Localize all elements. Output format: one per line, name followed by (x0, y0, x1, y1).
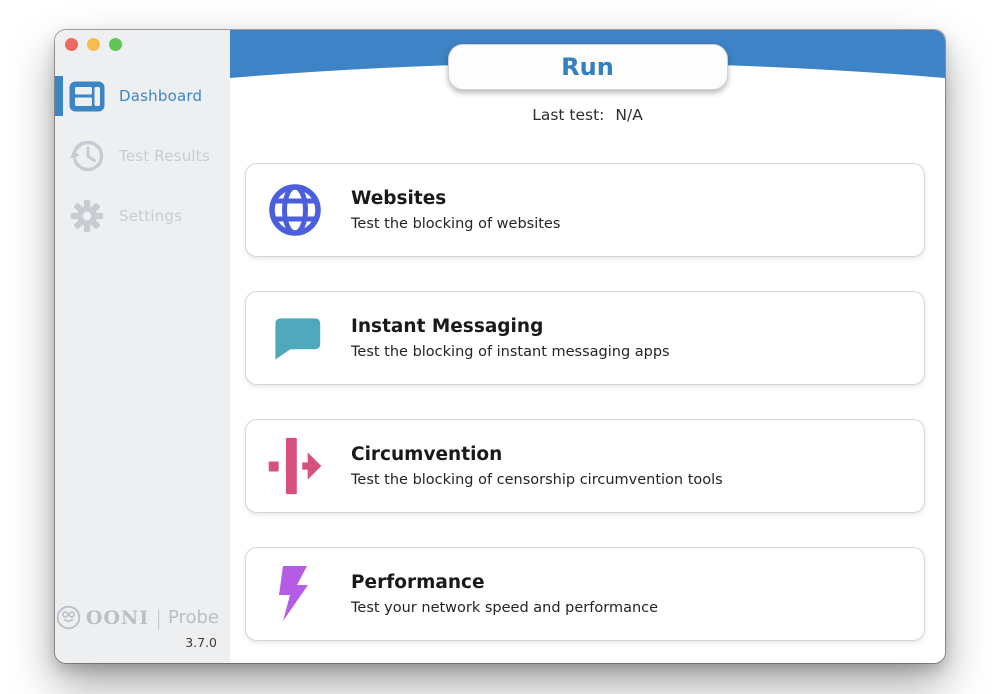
sidebar-item-settings[interactable]: Settings (55, 196, 230, 236)
card-title: Websites (351, 187, 447, 209)
card-title: Performance (351, 571, 485, 593)
run-button[interactable]: Run (447, 44, 728, 90)
window-controls (65, 38, 122, 51)
card-description: Test your network speed and performance (351, 600, 659, 617)
logo-separator: | (155, 605, 162, 630)
sidebar-item-label: Settings (119, 207, 183, 225)
card-description: Test the blocking of censorship circumve… (351, 472, 723, 489)
card-description: Test the blocking of instant messaging a… (351, 344, 670, 361)
card-websites[interactable]: Websites Test the blocking of websites (245, 163, 925, 257)
last-test-label: Last test: (532, 106, 605, 124)
last-test-value: N/A (615, 106, 643, 124)
lightning-bolt-icon (266, 565, 324, 623)
sidebar-item-label: Dashboard (119, 87, 203, 105)
sidebar-item-dashboard[interactable]: Dashboard (55, 76, 230, 116)
card-title: Instant Messaging (351, 315, 544, 337)
ooni-logo-mark-icon (56, 605, 81, 630)
sidebar-item-test-results[interactable]: Test Results (55, 136, 230, 176)
chat-bubble-icon (266, 309, 324, 367)
zoom-button[interactable] (109, 38, 122, 51)
card-title: Circumvention (351, 443, 503, 465)
card-instant-messaging[interactable]: Instant Messaging Test the blocking of i… (245, 291, 925, 385)
ooni-probe-logo: OONI | Probe (56, 605, 219, 630)
card-text: Circumvention Test the blocking of censo… (351, 444, 723, 488)
last-test-status: Last test: N/A (230, 106, 945, 128)
card-text: Websites Test the blocking of websites (351, 188, 560, 232)
card-text: Performance Test your network speed and … (351, 572, 658, 616)
main-content: Run Last test: N/A Websites (230, 30, 945, 663)
minimize-button[interactable] (87, 38, 100, 51)
active-indicator (55, 76, 63, 116)
arrow-through-wall-icon (266, 437, 324, 495)
close-button[interactable] (65, 38, 78, 51)
globe-icon (266, 181, 324, 239)
card-circumvention[interactable]: Circumvention Test the blocking of censo… (245, 419, 925, 513)
history-clock-icon (69, 140, 104, 172)
logo-brand-text: OONI (85, 606, 150, 629)
card-description: Test the blocking of websites (351, 216, 561, 233)
test-card-list: Websites Test the blocking of websites I… (245, 163, 925, 641)
sidebar-item-label: Test Results (119, 147, 210, 165)
sidebar-footer: OONI | Probe 3.7.0 (56, 605, 219, 650)
gear-icon (70, 199, 104, 233)
header-curve (230, 60, 945, 78)
card-text: Instant Messaging Test the blocking of i… (351, 316, 670, 360)
sidebar-nav: Dashboard Test Results (55, 76, 230, 236)
dashboard-icon (69, 81, 105, 111)
card-performance[interactable]: Performance Test your network speed and … (245, 547, 925, 641)
app-window: Dashboard Test Results (55, 30, 945, 663)
logo-product-text: Probe (167, 607, 219, 628)
app-version: 3.7.0 (185, 635, 217, 650)
sidebar: Dashboard Test Results (55, 30, 230, 663)
